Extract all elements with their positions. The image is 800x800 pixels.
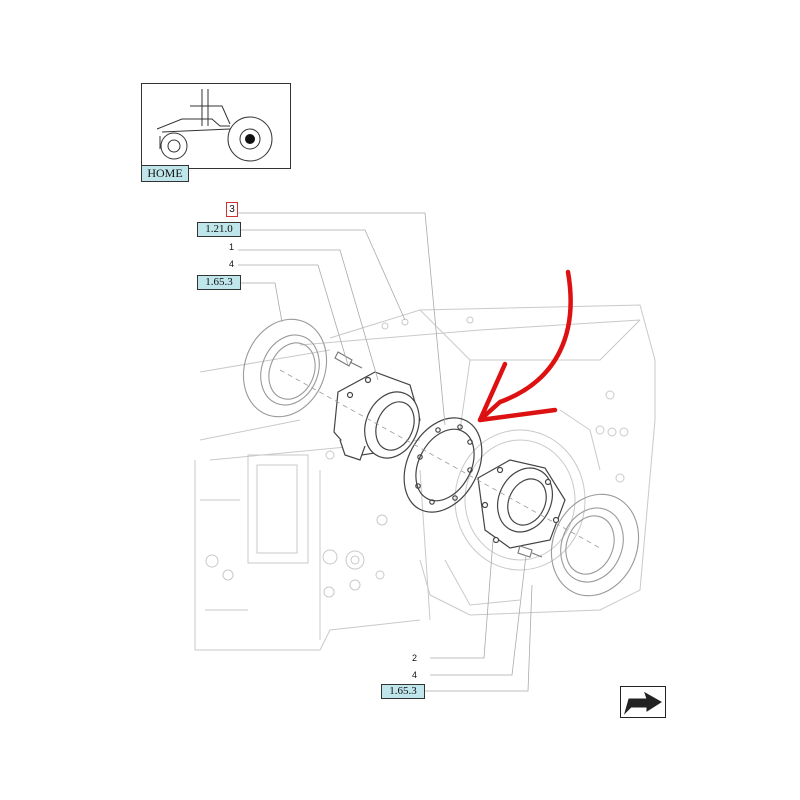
left-flange-housing — [333, 371, 421, 461]
home-button[interactable]: HOME — [141, 165, 189, 182]
right-bolt — [517, 545, 543, 558]
reference-link-top[interactable]: 1.21.0 — [197, 222, 241, 237]
callout-number-3: 3 — [226, 202, 238, 217]
callout-number-1: 1 — [229, 242, 235, 252]
gearbox-housing — [194, 304, 656, 651]
gasket — [403, 417, 483, 513]
right-flange-housing — [477, 459, 566, 549]
callout-number-2: 2 — [412, 653, 418, 663]
reference-link-left[interactable]: 1.65.3 — [197, 275, 241, 290]
assembly-axis-line — [279, 369, 601, 549]
reference-link-bottom[interactable]: 1.65.3 — [381, 684, 425, 699]
red-arrow-icon — [477, 269, 573, 423]
left-seal — [242, 318, 328, 418]
callout-number-4-top: 4 — [229, 259, 235, 269]
right-seal — [550, 493, 640, 597]
next-page-arrow-icon — [623, 691, 662, 715]
tractor-thumbnail[interactable] — [141, 83, 291, 169]
left-bolt — [334, 351, 363, 369]
tractor-icon — [156, 89, 273, 162]
next-page-button[interactable] — [620, 686, 666, 718]
callout-number-4-bottom: 4 — [412, 670, 418, 680]
leader-lines — [238, 212, 533, 692]
